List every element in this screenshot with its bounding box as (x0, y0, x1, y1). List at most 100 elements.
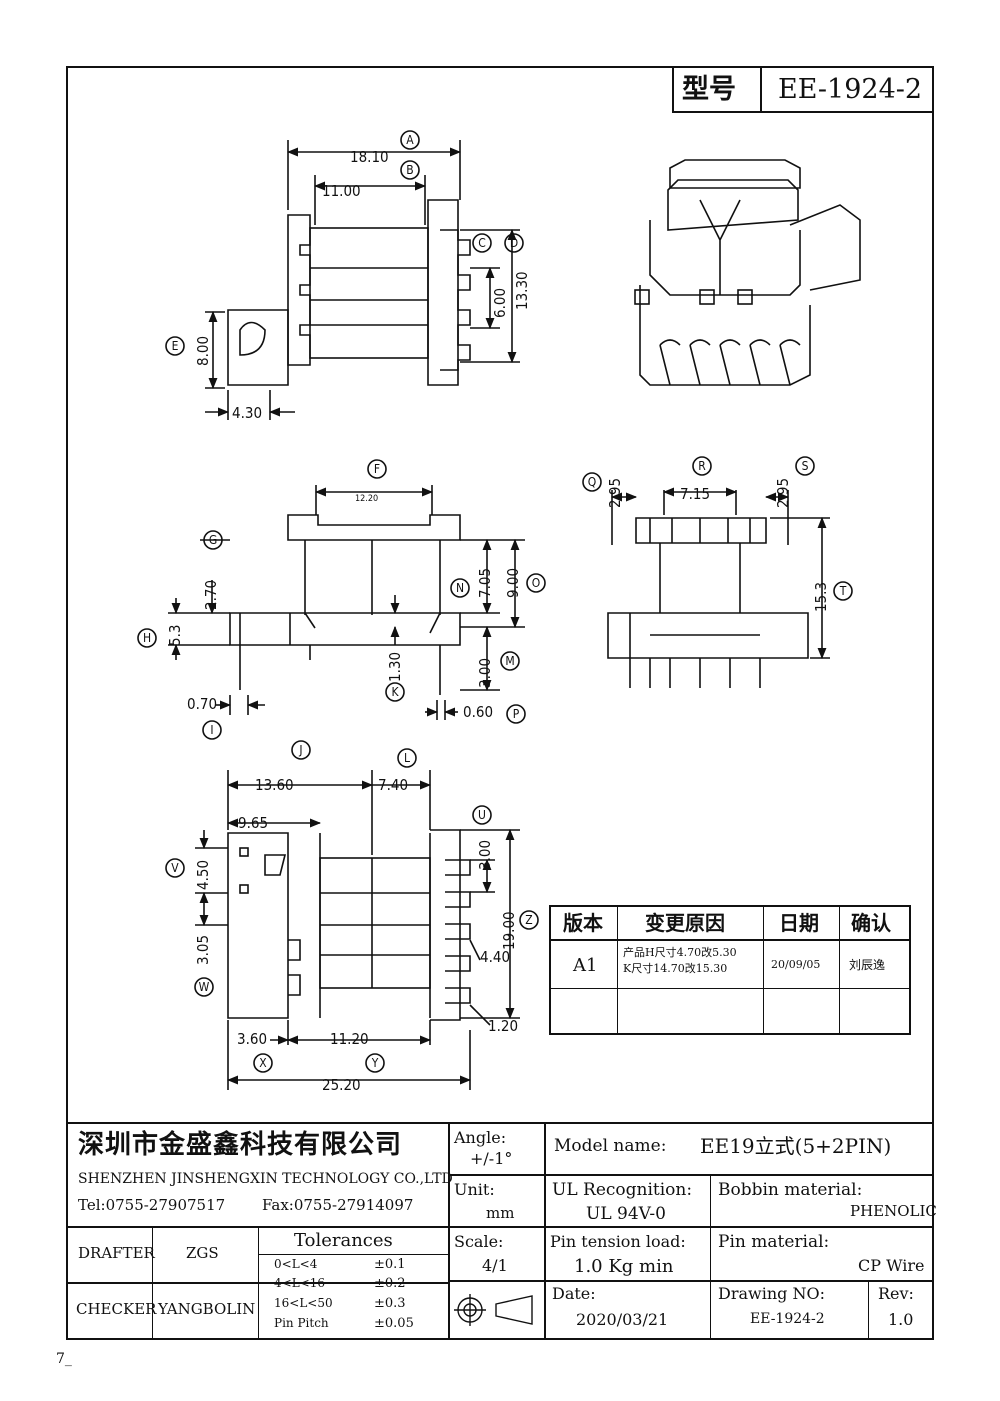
dim-n: 7.05 (476, 568, 494, 598)
dim-r: 7.15 (680, 485, 710, 503)
top-view (205, 140, 520, 420)
company-fax: Fax:0755-27914097 (262, 1196, 414, 1214)
dim-l: 7.40 (378, 776, 408, 794)
unit-label: Unit: (454, 1180, 495, 1199)
footer-mark: 7_ (56, 1351, 72, 1367)
technical-drawing: A B C D E F G H I K M N O P Q R S T J L … (137, 130, 861, 1094)
dim-a: 18.10 (350, 148, 389, 166)
dim-x: 3.60 (237, 1030, 267, 1048)
tol-value-4: ±0.05 (374, 1316, 414, 1331)
company-cn: 深圳市金盛鑫科技有限公司 (78, 1130, 403, 1160)
dim-g: 2.70 (202, 580, 220, 610)
scale-label: Scale: (454, 1232, 504, 1251)
bottom-view (195, 770, 520, 1090)
marker-h: H (143, 631, 151, 645)
tol-value-2: ±0.2 (374, 1276, 406, 1291)
dim-m: 3.00 (476, 658, 494, 688)
bobbin-value: PHENOLIC (850, 1202, 937, 1220)
dim-h: 5.3 (166, 625, 184, 646)
rev-row-reason2: K尺寸14.70改15.30 (623, 962, 728, 975)
dim-p: 0.60 (463, 703, 493, 721)
front-view (168, 485, 525, 720)
dim-z3: 1.20 (488, 1017, 518, 1035)
marker-s: S (802, 459, 809, 473)
dim-k: 1.30 (386, 652, 404, 682)
marker-letters: A B C D E F G H I K M N O P Q R S T J L … (143, 133, 847, 1070)
drafter-label: DRAFTER (78, 1244, 155, 1262)
dim-q: 2.95 (606, 478, 624, 508)
marker-x: X (259, 1056, 267, 1070)
dim-v: 4.50 (194, 860, 212, 890)
dim-total: 25.20 (322, 1076, 361, 1094)
tol-value-3: ±0.3 (374, 1296, 406, 1311)
dim-b: 11.00 (322, 182, 361, 200)
marker-f: F (374, 462, 380, 476)
company-en: SHENZHEN JINSHENGXIN TECHNOLOGY CO.,LTD (78, 1171, 453, 1187)
date-value: 2020/03/21 (576, 1310, 669, 1329)
dimension-labels: 18.10 11.00 13.30 6.00 8.00 4.30 12.20 2… (166, 148, 830, 1094)
dim-t: 15.3 (812, 582, 830, 612)
pin-tension-label: Pin tension load: (550, 1232, 686, 1251)
tol-value-1: ±0.1 (374, 1257, 406, 1272)
projection-symbol-icon (454, 1294, 533, 1326)
marker-m: M (505, 654, 514, 668)
revision-table: 版本 变更原因 日期 确认 A1 产品H尺寸4.70改5.30 K尺寸14.70… (549, 905, 911, 1035)
tolerances-divider (258, 1254, 448, 1255)
angle-label: Angle: (454, 1128, 507, 1147)
rev-label: Rev: (878, 1284, 914, 1303)
dim-e2: 4.30 (232, 404, 262, 422)
marker-k: K (391, 685, 399, 699)
marker-b: B (406, 163, 413, 177)
bobbin-label: Bobbin material: (718, 1180, 863, 1200)
marker-d: D (510, 236, 518, 250)
tol-range-3: 16<L<50 (274, 1296, 333, 1310)
dim-f: 12.20 (355, 494, 378, 504)
ul-value: UL 94V-0 (586, 1204, 666, 1224)
model-label: 型号 (682, 74, 736, 105)
date-label: Date: (552, 1284, 596, 1303)
tol-range-2: 4<L<16 (274, 1276, 325, 1290)
dim-d: 13.30 (513, 271, 531, 310)
dim-i: 0.70 (187, 695, 217, 713)
marker-p: P (513, 707, 520, 721)
checker-label: CHECKER (76, 1300, 157, 1318)
marker-a: A (406, 133, 414, 147)
angle-value: +/-1° (470, 1149, 513, 1168)
marker-circles (137, 130, 853, 1073)
company-tel: Tel:0755-27907517 (78, 1196, 226, 1214)
title-block: 深圳市金盛鑫科技有限公司 SHENZHEN JINSHENGXIN TECHNO… (66, 1122, 937, 1340)
marker-q: Q (588, 475, 597, 489)
rev-row-reason1: 产品H尺寸4.70改5.30 (623, 946, 737, 959)
isometric-view (634, 159, 861, 386)
marker-i: I (210, 723, 213, 737)
unit-value: mm (486, 1204, 515, 1222)
dim-o: 9.00 (504, 568, 522, 598)
model-header: 型号 EE-1924-2 (672, 66, 934, 113)
drawing-no-value: EE-1924-2 (750, 1311, 825, 1327)
dim-e: 8.00 (194, 336, 212, 366)
marker-v: V (171, 861, 179, 875)
marker-w: W (199, 980, 210, 994)
rev-row-version: A1 (573, 955, 598, 976)
dim-z: 19.00 (500, 911, 518, 950)
marker-t: T (839, 584, 847, 598)
drawing-no-label: Drawing NO: (718, 1284, 825, 1303)
dim-c: 6.00 (491, 288, 509, 318)
marker-z: Z (525, 913, 532, 927)
marker-u: U (478, 808, 486, 822)
dim-j: 13.60 (255, 776, 294, 794)
tol-range-1: 0<L<4 (274, 1257, 318, 1271)
model-value: EE-1924-2 (778, 74, 923, 105)
dim-z2: 4.40 (480, 948, 510, 966)
pin-material-value: CP Wire (858, 1256, 925, 1275)
marker-c: C (478, 236, 486, 250)
dim-u: 3.00 (476, 840, 494, 870)
ul-label: UL Recognition: (552, 1180, 693, 1200)
dim-w: 3.05 (194, 935, 212, 965)
marker-g: G (209, 533, 217, 547)
dim-v1: 9.65 (238, 814, 268, 832)
model-name-value: EE19立式(5+2PIN) (700, 1134, 892, 1158)
marker-r: R (698, 459, 706, 473)
rev-header-version: 版本 (563, 911, 603, 935)
side-view (607, 487, 830, 688)
